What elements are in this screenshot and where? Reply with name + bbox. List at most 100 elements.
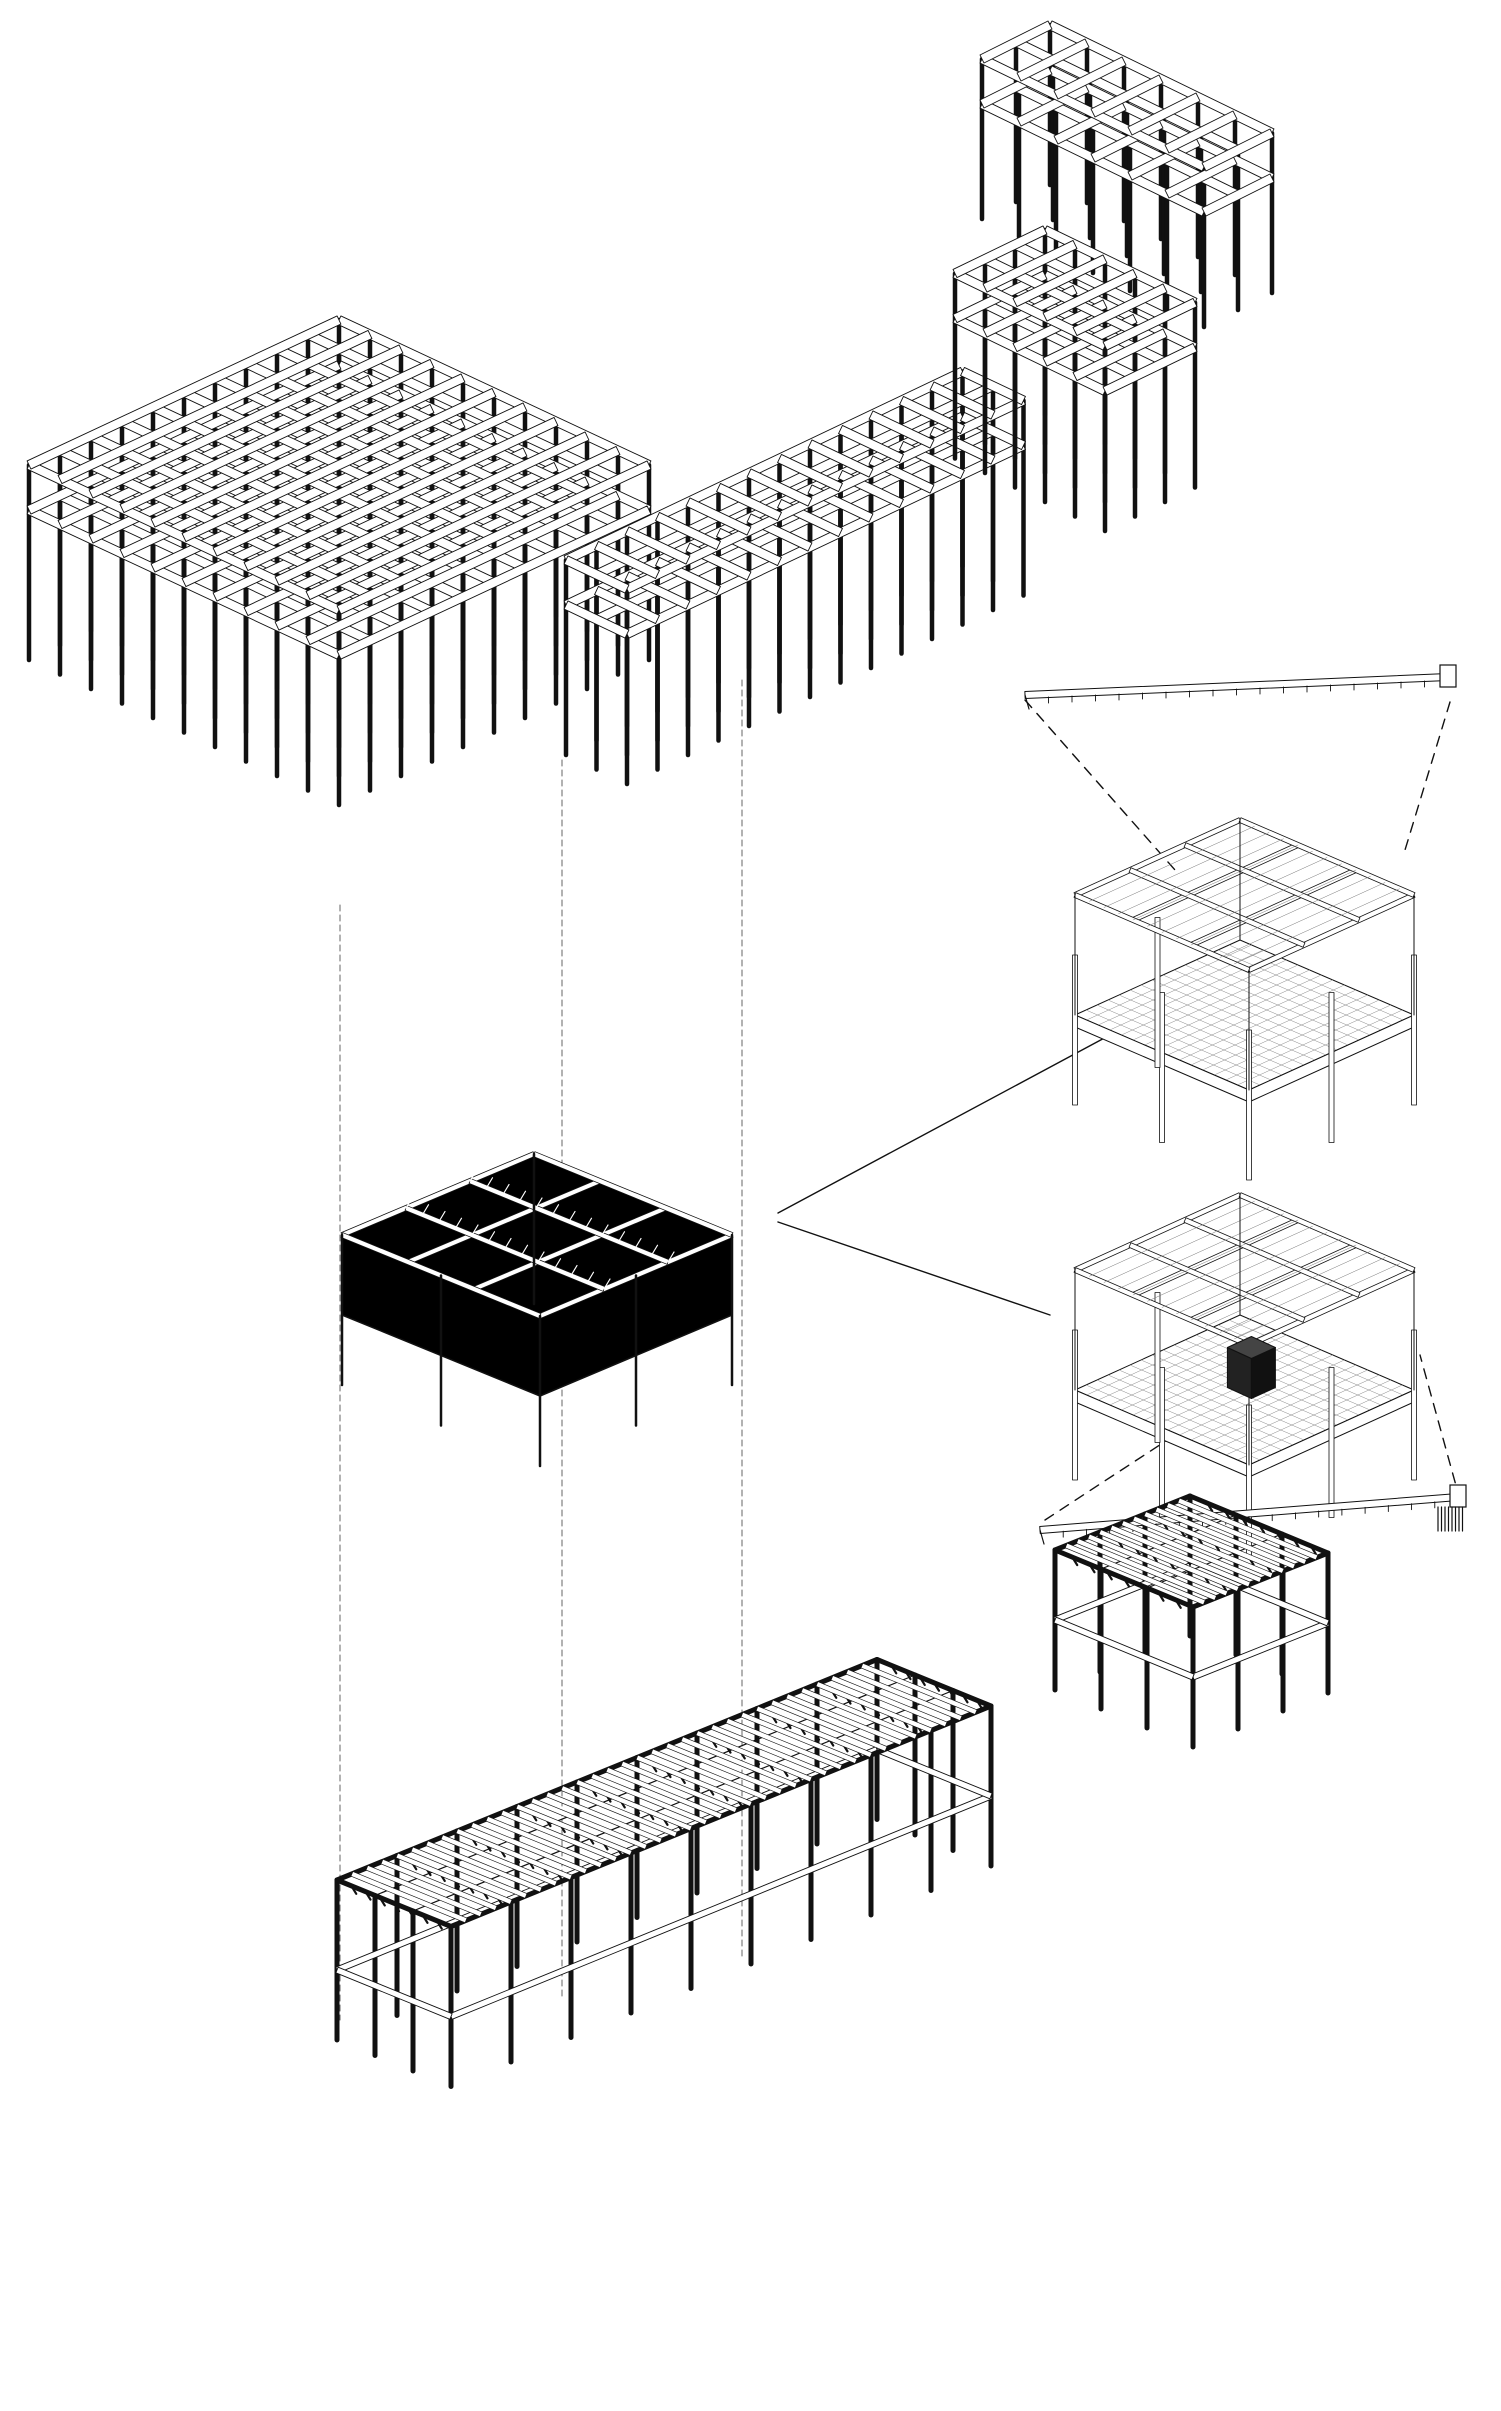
beam bbox=[655, 511, 721, 551]
purlin bbox=[605, 1767, 723, 1819]
beam bbox=[57, 329, 373, 485]
purlin bbox=[1089, 1201, 1255, 1277]
purlin bbox=[1219, 1257, 1386, 1333]
truss-tooth bbox=[1088, 1563, 1096, 1574]
purlin bbox=[725, 1718, 843, 1770]
beam bbox=[1016, 38, 1090, 82]
floor-grid bbox=[1107, 1374, 1283, 1451]
truss-web bbox=[504, 1237, 512, 1250]
beam bbox=[150, 373, 466, 528]
truss-web bbox=[487, 1231, 496, 1243]
purlin bbox=[740, 1712, 858, 1764]
truss-web bbox=[421, 1204, 430, 1216]
beam bbox=[212, 402, 528, 557]
purlin bbox=[680, 1736, 798, 1789]
leg bbox=[1072, 1329, 1078, 1481]
beam bbox=[243, 416, 559, 572]
floor-grid bbox=[1096, 1004, 1272, 1081]
beam bbox=[594, 540, 660, 580]
floor-grid bbox=[1107, 999, 1283, 1076]
purlin bbox=[485, 1816, 603, 1868]
beam bbox=[777, 453, 843, 493]
truss-web bbox=[603, 1278, 611, 1290]
purlin bbox=[350, 1871, 468, 1923]
purlin bbox=[1147, 1226, 1313, 1302]
truss-tooth bbox=[890, 1664, 898, 1675]
leg bbox=[1411, 1329, 1417, 1481]
middle-module-dark bbox=[340, 1151, 734, 1468]
beam bbox=[952, 225, 1048, 279]
leg bbox=[1154, 1292, 1161, 1443]
purlin bbox=[1205, 876, 1371, 952]
purlin bbox=[665, 1742, 783, 1795]
beam bbox=[1090, 74, 1164, 118]
leg bbox=[1411, 954, 1417, 1106]
tower-frame bbox=[952, 20, 1275, 534]
truss-tooth bbox=[392, 1902, 401, 1913]
purlin bbox=[1177, 1497, 1319, 1561]
truss-web bbox=[553, 1258, 562, 1270]
beam bbox=[960, 366, 1026, 406]
purlin bbox=[710, 1724, 828, 1776]
detail-beam-upper bbox=[1024, 664, 1457, 710]
truss-web bbox=[634, 1237, 642, 1250]
purlin bbox=[1118, 1213, 1284, 1289]
leg bbox=[1328, 992, 1335, 1143]
purlin bbox=[1064, 1542, 1206, 1606]
floor-grid bbox=[1144, 969, 1310, 1046]
truss-tooth bbox=[1122, 1577, 1131, 1588]
truss-web bbox=[568, 1210, 576, 1223]
floor-grid bbox=[1190, 1364, 1357, 1441]
truss-web bbox=[551, 1204, 560, 1216]
beam bbox=[1072, 283, 1168, 337]
floor-grid bbox=[1213, 1374, 1380, 1451]
purlin bbox=[500, 1810, 618, 1862]
floor-grid bbox=[1179, 1359, 1345, 1436]
beam bbox=[899, 395, 965, 435]
purlin bbox=[1121, 1520, 1262, 1583]
beam bbox=[1016, 83, 1090, 127]
floor-grid bbox=[1213, 999, 1380, 1076]
truss-tooth bbox=[1240, 1516, 1248, 1527]
detail-module-lower bbox=[1072, 1192, 1417, 1556]
purlin bbox=[1132, 844, 1299, 921]
floor-grid bbox=[1162, 974, 1338, 1051]
purlin bbox=[650, 1748, 768, 1801]
truss-web bbox=[471, 1224, 479, 1236]
truss-tooth bbox=[1071, 1556, 1079, 1567]
beam bbox=[336, 460, 652, 615]
beam bbox=[1053, 101, 1127, 145]
purlin bbox=[1089, 826, 1255, 902]
purlin bbox=[530, 1797, 648, 1850]
beam bbox=[1102, 297, 1198, 351]
beam bbox=[746, 468, 813, 507]
purlin bbox=[380, 1859, 498, 1911]
purlin bbox=[1076, 1538, 1217, 1601]
floor-grid bbox=[1179, 984, 1345, 1061]
purlin bbox=[1154, 1506, 1296, 1570]
floor-grid bbox=[1237, 1384, 1403, 1461]
truss-web bbox=[520, 1244, 529, 1256]
truss-tooth bbox=[1292, 1537, 1300, 1548]
purlin bbox=[1132, 1219, 1299, 1296]
floor-grid bbox=[1140, 1359, 1316, 1436]
purlin bbox=[1103, 832, 1270, 908]
beam bbox=[1072, 328, 1168, 382]
beam bbox=[1201, 173, 1275, 217]
beam-end-stub bbox=[1024, 694, 1030, 710]
floor-grid bbox=[1195, 1334, 1371, 1411]
purlin bbox=[545, 1791, 663, 1844]
purlin bbox=[1161, 1232, 1328, 1308]
floor-grid bbox=[1085, 1009, 1261, 1086]
truss-tooth bbox=[932, 1681, 941, 1692]
purlin bbox=[1234, 888, 1400, 964]
callout-line-upper bbox=[777, 1034, 1111, 1214]
truss-web bbox=[438, 1210, 446, 1223]
purlin bbox=[1098, 1529, 1240, 1592]
beam bbox=[1201, 128, 1275, 172]
purlin bbox=[410, 1846, 528, 1899]
mid-beam bbox=[875, 1746, 993, 1800]
beam bbox=[274, 431, 590, 586]
truss-web bbox=[617, 1231, 626, 1243]
